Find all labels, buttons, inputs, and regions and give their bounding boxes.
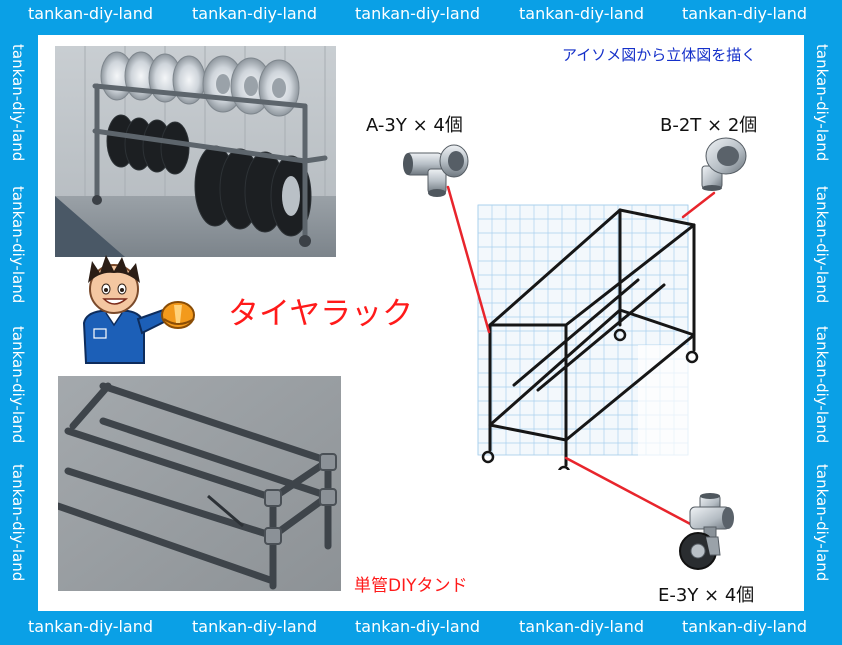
watermark-text: tankan-diy-land: [813, 44, 831, 162]
fitting-a-label: A-3Y × 4個: [366, 115, 463, 136]
watermark-text: tankan-diy-land: [813, 326, 831, 444]
pipe-frame-photo: [58, 376, 341, 591]
watermark-text: tankan-diy-land: [682, 617, 808, 636]
watermark-text: tankan-diy-land: [28, 617, 154, 636]
tee-clamp-fitting-icon: [701, 137, 747, 191]
watermark-text: tankan-diy-land: [682, 4, 808, 23]
watermark-text: tankan-diy-land: [813, 464, 831, 582]
watermark-text: tankan-diy-land: [9, 44, 27, 162]
tire-rack-photo: [55, 46, 336, 257]
watermark-text: tankan-diy-land: [355, 4, 481, 23]
brand-name: 単管DIYタンド: [354, 576, 468, 596]
watermark-text: tankan-diy-land: [813, 186, 831, 304]
leader-lines: [446, 185, 716, 529]
watermark-text: tankan-diy-land: [9, 186, 27, 304]
watermark-text: tankan-diy-land: [28, 4, 154, 23]
watermark-text: tankan-diy-land: [192, 4, 318, 23]
isometric-rack-drawing: [477, 204, 758, 470]
fitting-b-label: B-2T × 2個: [660, 115, 758, 136]
three-way-clamp-fitting-icon: [403, 144, 469, 197]
watermark-text: tankan-diy-land: [9, 326, 27, 444]
fitting-e-label: E-3Y × 4個: [658, 585, 755, 606]
content-panel: アイソメ図から立体図を描く タイヤラック 単管DIYタンド: [38, 35, 804, 611]
watermark-text: tankan-diy-land: [355, 617, 481, 636]
diagram-heading: アイソメ図から立体図を描く: [562, 46, 757, 64]
watermark-text: tankan-diy-land: [9, 464, 27, 582]
watermark-text: tankan-diy-land: [192, 617, 318, 636]
caster-clamp-fitting-icon: [679, 493, 734, 570]
watermark-text: tankan-diy-land: [519, 4, 645, 23]
worker-mascot: [82, 255, 195, 364]
watermark-text: tankan-diy-land: [519, 617, 645, 636]
page-title: タイヤラック: [228, 296, 414, 332]
